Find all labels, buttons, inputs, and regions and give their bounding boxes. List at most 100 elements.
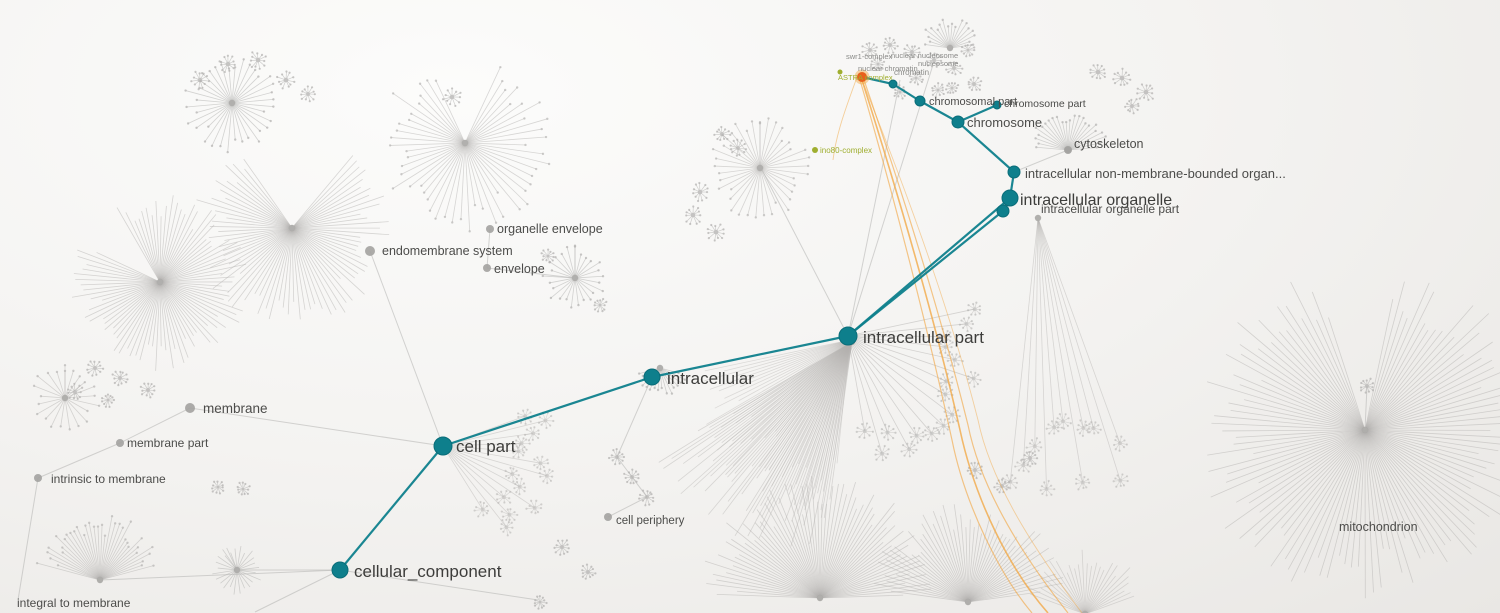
cluster-flower[interactable]	[692, 181, 709, 203]
cluster-flower[interactable]	[1045, 420, 1064, 435]
cluster-flower[interactable]	[473, 500, 490, 518]
cluster-flower[interactable]	[300, 85, 316, 103]
cluster-flower[interactable]	[276, 70, 296, 90]
cluster-flower[interactable]	[880, 423, 897, 441]
cluster-flower[interactable]	[86, 360, 105, 377]
graph-node-intracellular-organelle-part[interactable]	[996, 204, 1010, 218]
cluster-flower[interactable]	[1021, 450, 1039, 466]
graph-node-cell-part[interactable]	[433, 436, 453, 456]
graph-node-intracellular-non-membrane-bounded-organelle[interactable]	[1007, 165, 1021, 179]
cluster-flower[interactable]	[1136, 83, 1154, 101]
cluster-flower[interactable]	[685, 205, 702, 226]
cluster-flower[interactable]	[729, 138, 748, 157]
cluster-flower[interactable]	[236, 481, 251, 496]
cluster-flower[interactable]	[525, 499, 543, 515]
cluster-flower[interactable]	[523, 426, 540, 442]
cluster-flower[interactable]	[966, 370, 982, 388]
cluster-flower[interactable]	[1056, 413, 1072, 430]
cluster-hub-node[interactable]	[656, 364, 664, 372]
cluster-hub-node[interactable]	[816, 594, 824, 602]
graph-node-chromatin-link[interactable]	[888, 79, 898, 89]
cluster-flower[interactable]	[607, 447, 626, 466]
cluster-hub-node[interactable]	[288, 224, 296, 232]
cluster-flower[interactable]	[900, 442, 918, 458]
cluster-flower[interactable]	[945, 61, 964, 76]
graph-node-intracellular[interactable]	[643, 368, 661, 386]
cluster-flower[interactable]	[514, 435, 531, 452]
graph-node-chromosomal-part[interactable]	[914, 95, 926, 107]
cluster-flower[interactable]	[937, 327, 952, 344]
cluster-flower[interactable]	[190, 70, 211, 91]
cluster-hub-node[interactable]	[964, 598, 972, 606]
cluster-flower[interactable]	[874, 444, 890, 462]
cluster-flower[interactable]	[1124, 98, 1140, 115]
graph-node-intracellular-organelle[interactable]	[1001, 189, 1019, 207]
graph-node-membrane[interactable]	[185, 403, 195, 413]
graph-node-ino80-complex[interactable]	[812, 147, 818, 153]
cluster-flower[interactable]	[1112, 473, 1129, 488]
cluster-hub-node[interactable]	[946, 44, 954, 52]
cluster-hub-node[interactable]	[61, 394, 69, 402]
cluster-flower[interactable]	[100, 393, 116, 409]
cluster-flower[interactable]	[111, 370, 129, 387]
graph-node-cytoskeleton[interactable]	[1064, 146, 1072, 154]
cluster-flower[interactable]	[903, 44, 921, 61]
cluster-flower[interactable]	[441, 87, 462, 108]
graph-node-chromatin-selected[interactable]	[857, 72, 867, 82]
cluster-flower[interactable]	[1359, 377, 1375, 394]
cluster-flower[interactable]	[713, 125, 732, 142]
cluster-flower[interactable]	[925, 52, 943, 68]
cluster-flower[interactable]	[139, 382, 156, 399]
graph-node-intrinsic-to-membrane[interactable]	[34, 474, 42, 482]
cluster-flower[interactable]	[1076, 419, 1091, 437]
cluster-flower[interactable]	[504, 466, 520, 483]
graph-node-cellular_component[interactable]	[331, 561, 349, 579]
cluster-flower[interactable]	[533, 594, 548, 610]
cluster-flower[interactable]	[249, 51, 267, 70]
cluster-flower[interactable]	[960, 43, 976, 58]
cluster-flower[interactable]	[511, 443, 526, 459]
graph-node-chromosome[interactable]	[951, 115, 965, 129]
cluster-flower[interactable]	[939, 372, 954, 389]
cluster-flower[interactable]	[870, 56, 886, 72]
cluster-hub-node[interactable]	[1081, 610, 1089, 613]
cluster-flower[interactable]	[499, 518, 514, 537]
cluster-flower[interactable]	[533, 455, 550, 471]
graph-node-endomembrane-system[interactable]	[365, 246, 375, 256]
cluster-flower[interactable]	[211, 480, 225, 495]
cluster-flower[interactable]	[67, 382, 84, 400]
cluster-flower[interactable]	[538, 468, 554, 485]
cluster-flower[interactable]	[540, 248, 555, 264]
cluster-flower[interactable]	[966, 301, 982, 316]
cluster-flower[interactable]	[1075, 473, 1091, 491]
cluster-flower[interactable]	[1112, 67, 1132, 86]
cluster-hub-node[interactable]	[1034, 214, 1042, 222]
cluster-flower[interactable]	[593, 297, 608, 313]
cluster-flower[interactable]	[1112, 435, 1128, 452]
cluster-flower[interactable]	[958, 316, 975, 333]
cluster-flower[interactable]	[706, 223, 725, 242]
cluster-flower[interactable]	[946, 353, 964, 368]
cluster-flower[interactable]	[638, 489, 655, 507]
cluster-flower[interactable]	[935, 418, 952, 435]
cluster-flower[interactable]	[924, 425, 941, 442]
cluster-flower[interactable]	[908, 71, 924, 86]
graph-node-organelle-envelope[interactable]	[486, 225, 494, 233]
cluster-flower[interactable]	[500, 507, 519, 524]
cluster-flower[interactable]	[861, 41, 878, 57]
cluster-hub-node[interactable]	[461, 139, 469, 147]
graph-node-envelope[interactable]	[483, 264, 491, 272]
graph-node-chromosome-part[interactable]	[992, 100, 1002, 110]
cluster-flower[interactable]	[855, 422, 875, 439]
graph-node-intracellular-part[interactable]	[838, 326, 858, 346]
cluster-hub-node[interactable]	[756, 164, 764, 172]
cluster-flower[interactable]	[513, 477, 527, 496]
cluster-flower[interactable]	[993, 478, 1011, 494]
cluster-flower[interactable]	[882, 36, 899, 55]
cluster-hub-node[interactable]	[228, 99, 236, 107]
cluster-flower[interactable]	[537, 411, 555, 430]
cluster-flower[interactable]	[581, 563, 597, 580]
cluster-flower[interactable]	[1089, 64, 1106, 80]
cluster-flower[interactable]	[553, 539, 570, 556]
